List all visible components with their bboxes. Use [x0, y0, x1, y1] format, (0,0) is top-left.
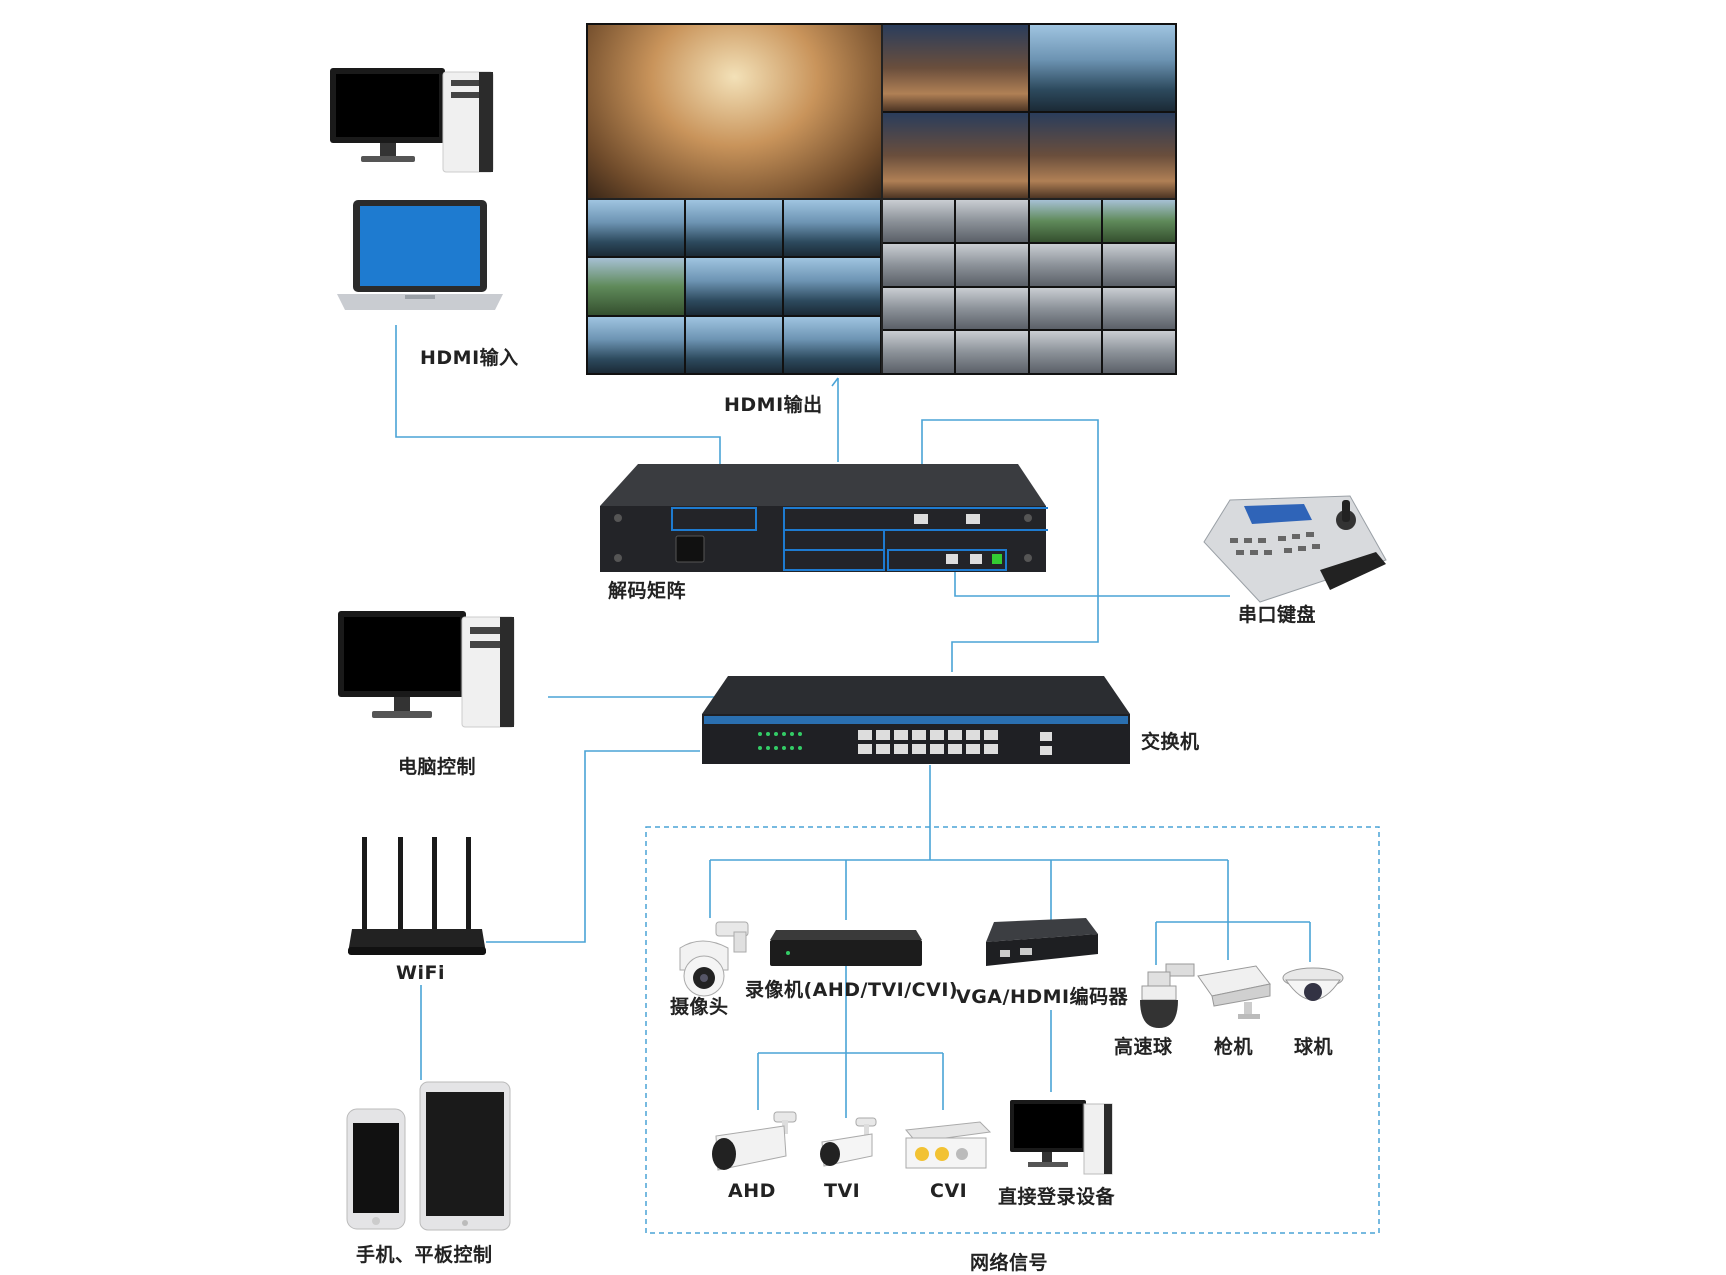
network-switch-icon: [702, 676, 1130, 764]
dome-label: 球机: [1294, 1036, 1334, 1058]
decoder-switch-line: [921, 419, 1099, 672]
bullet-camera-icon: [712, 1111, 797, 1171]
mobile-control-label: 手机、平板控制: [356, 1244, 493, 1266]
network-signal-label: 网络信号: [970, 1252, 1049, 1274]
ptz-keyboard-icon: [1203, 495, 1387, 603]
direct-login-label: 直接登录设备: [998, 1186, 1116, 1208]
desktop-pc-icon: [1010, 1100, 1113, 1175]
cvi-label: CVI: [930, 1180, 968, 1202]
hdmi-input-label: HDMI输入: [420, 347, 519, 369]
bullet-camera-icon: [905, 1121, 992, 1169]
camera-label: 摄像头: [670, 996, 729, 1018]
speed-dome-icon: [1140, 963, 1195, 1028]
serial-keyboard-label: 串口键盘: [1238, 604, 1317, 626]
tvi-label: TVI: [824, 1180, 861, 1202]
decoder-matrix-icon: [600, 464, 1048, 572]
recorder-label: 录像机(AHD/TVI/CVI): [745, 979, 959, 1001]
switch-label: 交换机: [1141, 731, 1200, 753]
bullet-camera-icon: [1197, 965, 1271, 1019]
tablet-icon: [419, 1081, 511, 1231]
smartphone-icon: [346, 1108, 406, 1230]
wifi-switch-line: [486, 750, 700, 943]
ptz-camera-icon: [679, 921, 749, 997]
dome-camera-icon: [1282, 967, 1344, 1001]
desktop-pc-icon: [338, 611, 515, 728]
bullet-camera-icon: [820, 1117, 877, 1167]
bullet-label: 枪机: [1214, 1036, 1254, 1058]
encoder-label: VGA/HDMI编码器: [956, 986, 1129, 1008]
video-wall-icon: [586, 23, 1177, 375]
nvr-recorder-icon: [770, 930, 922, 966]
wifi-label: WiFi: [396, 962, 445, 984]
laptop-icon: [337, 200, 503, 310]
desktop-pc-icon: [330, 68, 494, 173]
ahd-label: AHD: [728, 1180, 776, 1202]
hdmi-output-label: HDMI输出: [724, 394, 823, 416]
decoder-label: 解码矩阵: [608, 580, 687, 602]
high-speed-dome-label: 高速球: [1114, 1036, 1173, 1058]
pc-control-label: 电脑控制: [398, 756, 477, 778]
video-encoder-icon: [986, 918, 1098, 966]
network-signal-box: [645, 826, 1380, 1234]
wifi-router-icon: [348, 837, 486, 955]
